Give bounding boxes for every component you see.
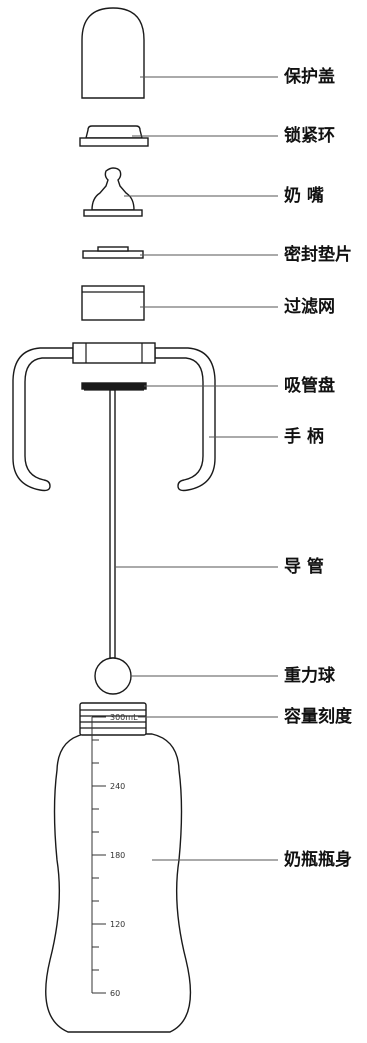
- nipple-shape: [83, 167, 143, 217]
- scale-mark-240: 240: [110, 782, 125, 791]
- scale-mark-180: 180: [110, 851, 125, 860]
- leader-lines: [115, 76, 278, 861]
- locking-ring-shape: [79, 125, 149, 147]
- protective-cap-shape: [81, 7, 145, 99]
- label-gasket: 密封垫片: [284, 245, 352, 265]
- label-handle: 手 柄: [284, 427, 324, 447]
- label-bottle-body: 奶瓶瓶身: [284, 850, 352, 870]
- bottle-body-shape: [45, 702, 192, 1033]
- scale-mark-120: 120: [110, 920, 125, 929]
- label-suction-plate: 吸管盘: [284, 376, 335, 396]
- label-capacity-scale: 容量刻度: [284, 707, 352, 727]
- capacity-scale: 300mL 240 180 120 60: [91, 713, 138, 998]
- scale-mark-60: 60: [110, 989, 120, 998]
- label-filter: 过滤网: [284, 297, 335, 317]
- label-locking-ring: 锁紧环: [284, 126, 335, 146]
- filter-shape: [81, 285, 145, 321]
- label-weight-ball: 重力球: [284, 666, 335, 686]
- scale-mark-300: 300mL: [110, 713, 138, 722]
- gasket-shape: [82, 246, 144, 259]
- label-protective-cap: 保护盖: [284, 67, 335, 87]
- label-straw: 导 管: [284, 557, 324, 577]
- label-nipple: 奶 嘴: [284, 186, 324, 206]
- handle-shape: [12, 342, 216, 492]
- weight-ball-shape: [94, 657, 132, 695]
- straw-shape: [109, 389, 116, 659]
- suction-plate-shape: [81, 382, 147, 391]
